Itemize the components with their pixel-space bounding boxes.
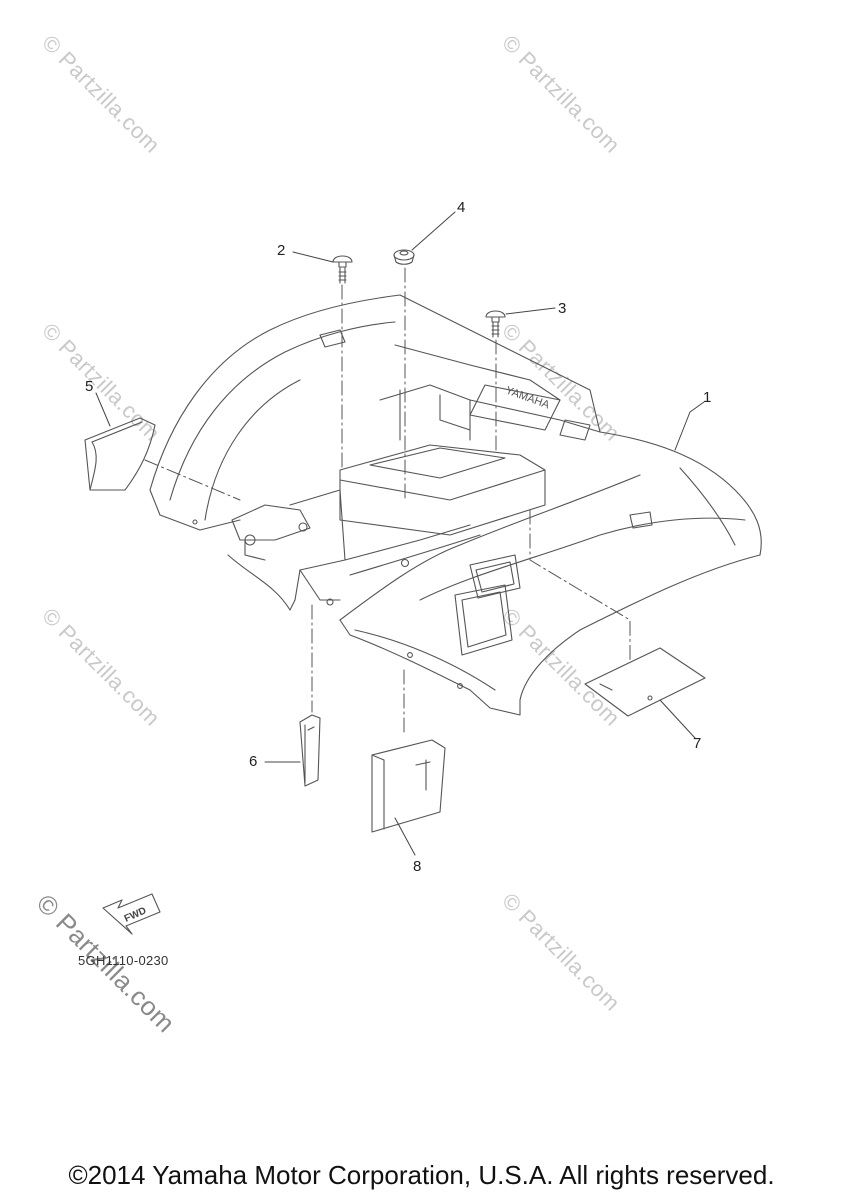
copyright-footer: ©2014 Yamaha Motor Corporation, U.S.A. A…: [68, 1160, 775, 1190]
callout-3: 3: [558, 300, 567, 317]
brand-stamp: YAMAHA: [504, 385, 552, 412]
rear-fender-part-1: [149, 294, 762, 716]
panel-part-7: [584, 647, 706, 717]
panel-part-8: [371, 739, 446, 833]
callout-leaders: [95, 211, 705, 856]
bolt-part-2: [332, 255, 353, 284]
callout-8: 8: [413, 858, 422, 875]
callout-7: 7: [693, 735, 702, 752]
bracket-part-6: [299, 714, 321, 787]
callout-6: 6: [249, 753, 258, 770]
diagram-code: 5GH1110-0230: [78, 953, 169, 968]
grommet-part-4: [393, 249, 415, 265]
callout-1: 1: [703, 389, 712, 406]
assembly-guide-lines: [144, 267, 631, 736]
callout-5: 5: [85, 378, 94, 395]
callout-2: 2: [277, 242, 286, 259]
fwd-arrow-icon: [102, 893, 161, 935]
flap-part-5: [84, 417, 156, 491]
bolt-part-3: [485, 310, 506, 338]
callout-4: 4: [457, 199, 466, 216]
